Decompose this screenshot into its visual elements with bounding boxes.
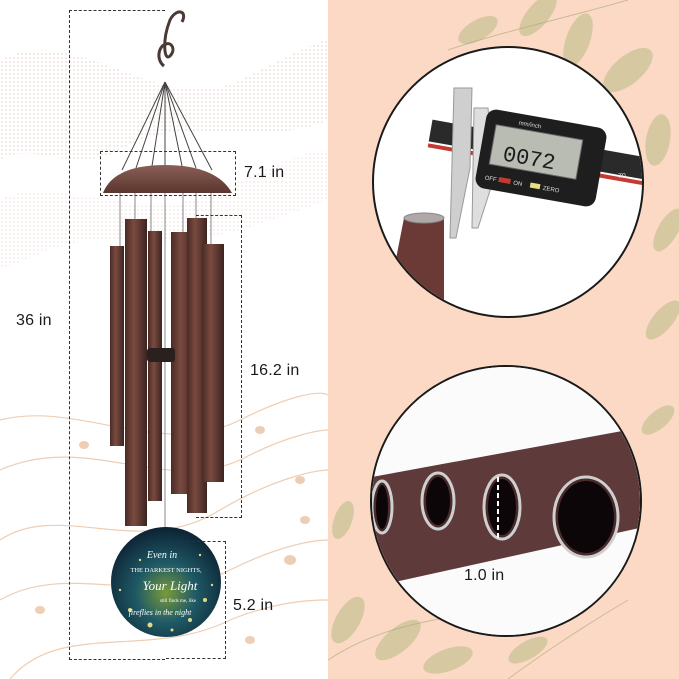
caliper-zero-button: ZERO: [542, 186, 560, 195]
chime-tube: [110, 246, 124, 446]
caliper-off-button: OFF: [484, 176, 497, 184]
caliper-unit-label: mm/inch: [518, 121, 541, 131]
caliper-image: 0072 mm/inch OFF ON ZERO 70: [384, 87, 642, 316]
leaf-decoration: [328, 0, 679, 679]
tube-diameter-label: 1.0 in: [464, 567, 505, 584]
chime-tube: [148, 231, 162, 501]
caliper-scale-mark: 70: [618, 173, 626, 180]
tubes-image: [372, 367, 640, 635]
chime-tube: [202, 244, 224, 482]
caliper-closeup: 0072 mm/inch OFF ON ZERO 70: [372, 46, 644, 318]
striker: [147, 348, 175, 362]
sail-text-line1: Even in: [146, 550, 177, 561]
sail-diameter-label: 5.2 in: [233, 597, 274, 614]
tube-diameter-closeup: 1.0 in: [370, 365, 642, 637]
chime-tube: [125, 219, 147, 526]
product-dimension-panel: Even in THE DARKEST NIGHTS, Your Light s…: [0, 0, 328, 679]
detail-closeup-panel: 0072 mm/inch OFF ON ZERO 70: [328, 0, 679, 679]
hook-icon: [157, 10, 185, 68]
sail-text-line3: Your Light: [143, 578, 198, 593]
total-height-dimension: [69, 10, 165, 660]
wind-sail: [111, 527, 221, 637]
total-height-label: 36 in: [16, 312, 52, 329]
canopy-diameter-label: 7.1 in: [244, 164, 285, 181]
wave-pattern-background: [0, 40, 328, 679]
caliper-on-button: ON: [513, 181, 523, 188]
sail-text-line4: still finds me, like: [160, 599, 197, 604]
tube-length-dimension: [196, 215, 242, 518]
sail-text-line5: fireflies in the night: [129, 608, 192, 617]
sail-dimension: [166, 541, 226, 659]
tube-length-label: 16.2 in: [250, 362, 300, 379]
canopy-dimension: [100, 151, 236, 196]
wind-chime-image: Even in THE DARKEST NIGHTS, Your Light s…: [103, 10, 232, 637]
sail-text-line2: THE DARKEST NIGHTS,: [130, 567, 202, 574]
